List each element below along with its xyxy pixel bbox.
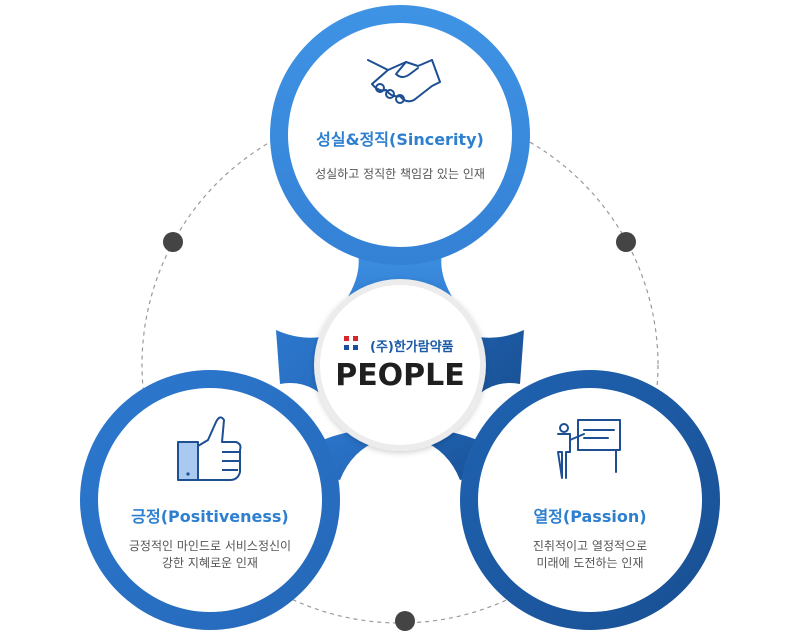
positiveness-circle-inner <box>98 388 322 612</box>
company-logo-icon <box>342 334 360 352</box>
passion-title: 열정(Passion) <box>533 507 647 526</box>
passion-desc-line1: 진취적이고 열정적으로 <box>532 539 648 553</box>
sincerity-title: 성실&정직(Sincerity) <box>316 130 484 149</box>
handshake-icon <box>367 59 441 104</box>
positiveness-desc-line2: 강한 지혜로운 인재 <box>162 556 258 570</box>
presentation-icon <box>557 419 621 479</box>
company-name: (주)한가람약품 <box>370 340 454 355</box>
thumbs-up-icon <box>177 416 242 481</box>
orbit-dot <box>163 232 183 252</box>
center-label: PEOPLE <box>335 358 465 393</box>
sincerity-desc: 성실하고 정직한 책임감 있는 인재 <box>315 167 485 181</box>
sincerity-circle-inner <box>288 23 512 247</box>
orbit-dashed-ring <box>141 106 659 624</box>
orbit-dot <box>616 232 636 252</box>
positiveness-desc-line1: 긍정적인 마인드로 서비스정신이 <box>128 539 292 553</box>
passion-desc-line2: 미래에 도전하는 인재 <box>536 556 644 570</box>
orbit-dot <box>395 611 415 631</box>
passion-circle-inner <box>478 388 702 612</box>
center-circle <box>320 285 480 445</box>
positiveness-title: 긍정(Positiveness) <box>131 507 289 526</box>
